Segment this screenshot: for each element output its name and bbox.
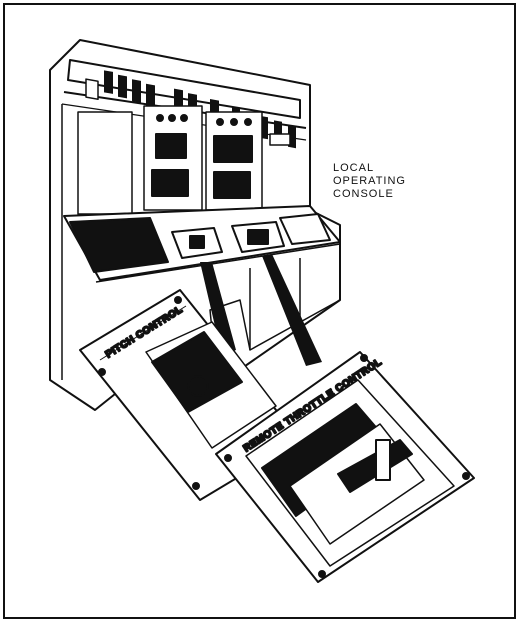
remote-throttle-plate	[215, 351, 475, 583]
callout-line-3: CONSOLE	[333, 188, 394, 200]
callout-line-2: OPERATING	[333, 175, 406, 187]
center-panel-left	[143, 105, 203, 211]
counter-display	[269, 133, 291, 146]
left-blank-panel	[77, 111, 133, 215]
callout-beams	[200, 254, 322, 366]
callout-line-1: LOCAL	[333, 162, 375, 174]
control-desk	[63, 205, 341, 281]
callout-label: LOCAL OPERATING CONSOLE	[333, 162, 406, 201]
center-panel-right	[205, 111, 263, 211]
